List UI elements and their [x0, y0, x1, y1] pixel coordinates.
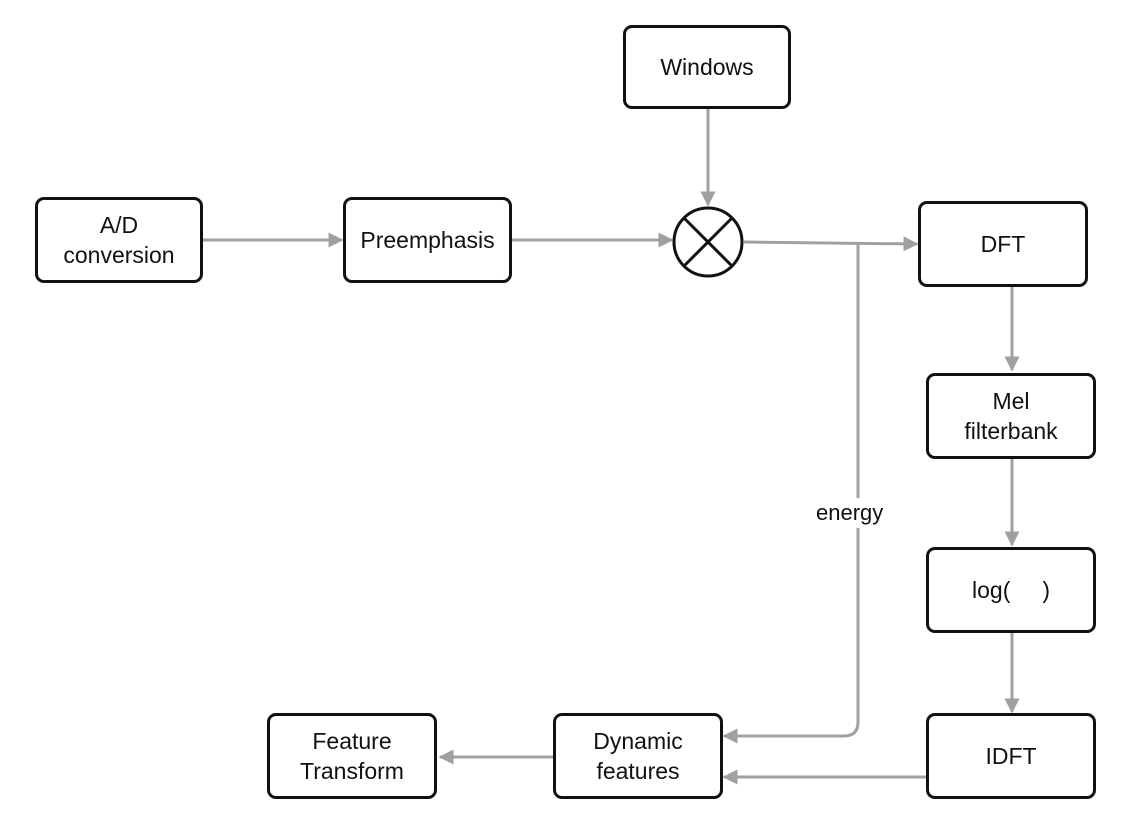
node-preemphasis: Preemphasis — [343, 197, 512, 283]
energy-label: energy — [812, 498, 888, 528]
node-dynamic-features: Dynamic features — [553, 713, 723, 799]
node-windows: Windows — [623, 25, 791, 109]
node-windows-label: Windows — [660, 54, 754, 80]
node-log: log( ) — [926, 547, 1096, 633]
node-idft: IDFT — [926, 713, 1096, 799]
node-mel-filterbank: Mel filterbank — [926, 373, 1096, 459]
node-feature-transform: Feature Transform — [267, 713, 437, 799]
node-mel-filterbank-label: Mel filterbank — [964, 388, 1058, 444]
arrow-multiply-to-dft — [743, 236, 919, 252]
node-log-label: log( ) — [972, 577, 1050, 603]
node-dft: DFT — [918, 201, 1088, 287]
node-dynamic-features-label: Dynamic features — [593, 728, 683, 784]
node-ad-conversion: A/D conversion — [35, 197, 203, 283]
node-idft-label: IDFT — [985, 743, 1037, 769]
multiply-node — [672, 206, 744, 278]
node-ad-conversion-label: A/D conversion — [63, 212, 175, 268]
arrow-energy-to-dynamic — [722, 244, 860, 744]
node-preemphasis-label: Preemphasis — [360, 227, 495, 253]
node-feature-transform-label: Feature Transform — [300, 728, 404, 784]
node-dft-label: DFT — [980, 231, 1026, 257]
